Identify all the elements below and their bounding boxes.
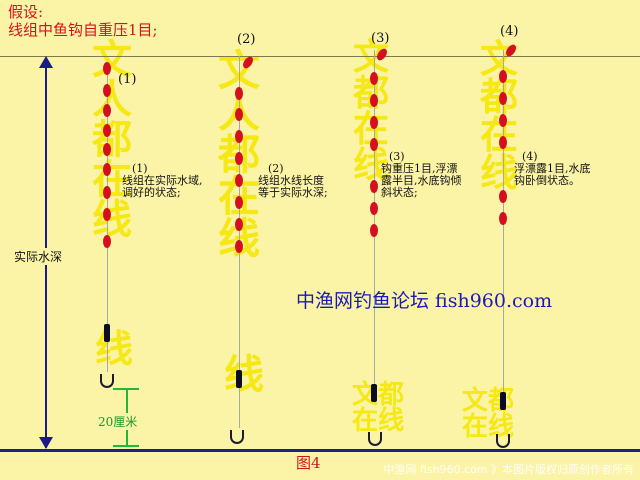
annotation-number: (4) bbox=[522, 150, 538, 163]
assumption-label: 假设: bbox=[8, 3, 44, 21]
annotation-1: (1) 线组在实际水域, 调好的状态; bbox=[122, 163, 203, 199]
forum-text: 中渔网钓鱼论坛 fish960.com bbox=[296, 290, 553, 312]
rig-1-bead bbox=[103, 163, 111, 176]
rig-1-bead bbox=[103, 186, 111, 199]
rig-4-sinker bbox=[500, 392, 506, 410]
rig-4-bead bbox=[499, 212, 507, 225]
annotation-line: 等于实际水深; bbox=[258, 186, 328, 199]
watermark-glyphs-rig-1: 文人都在线 bbox=[92, 37, 132, 243]
annotation-2: (2) 线组水线长度 等于实际水深; bbox=[258, 163, 328, 199]
rig-1-hook-icon bbox=[100, 374, 114, 388]
annotation-line: 浮漂露1目,水底 bbox=[514, 162, 591, 175]
annotation-number: (2) bbox=[268, 162, 284, 175]
rig-2-bead bbox=[235, 130, 243, 143]
annotation-line: 线组在实际水域, bbox=[122, 174, 203, 187]
rig-1-bead bbox=[103, 84, 111, 97]
rig-1-sinker bbox=[104, 324, 110, 342]
annotation-line: 露半目,水底钩倾 bbox=[381, 174, 462, 187]
rig-label-1: (1) bbox=[118, 72, 137, 87]
rig-3-line bbox=[374, 50, 375, 395]
depth-arrow-down-icon bbox=[39, 437, 53, 449]
rig-1-bead bbox=[103, 62, 111, 75]
rig-1-bead bbox=[103, 124, 111, 137]
rig-3-bead bbox=[370, 94, 378, 107]
rig-1-bead bbox=[103, 235, 111, 248]
depth-label: 实际水深 bbox=[12, 248, 65, 265]
rig-2-bead bbox=[235, 196, 243, 209]
annotation-number: (3) bbox=[389, 150, 405, 163]
rig-1-bead bbox=[103, 208, 111, 221]
rig-3-sinker bbox=[371, 384, 377, 402]
measure-label: 20厘米 bbox=[98, 413, 138, 430]
rig-3-bead bbox=[370, 180, 378, 193]
watermark-glyphs-rig-1b: 线 bbox=[95, 327, 134, 371]
rig-3-bead bbox=[370, 202, 378, 215]
annotation-line: 调好的状态; bbox=[122, 186, 181, 199]
watermark-glyphs-rig-2b: 线 bbox=[224, 352, 264, 398]
annotation-line: 斜状态; bbox=[381, 186, 418, 199]
rig-3-bead bbox=[370, 224, 378, 237]
annotation-line: 钩卧倒状态。 bbox=[514, 174, 580, 187]
rig-1-bead bbox=[103, 143, 111, 156]
depth-arrow-up-icon bbox=[39, 56, 53, 68]
rig-2-hook-icon bbox=[230, 430, 244, 444]
rig-4-hook-icon bbox=[496, 434, 510, 448]
assumption-text: 线组中鱼钩自重压1目; bbox=[8, 21, 158, 39]
annotation-4: (4) 浮漂露1目,水底 钩卧倒状态。 bbox=[514, 151, 591, 187]
measure-bottom-tick bbox=[113, 445, 139, 447]
rig-3-bead bbox=[370, 116, 378, 129]
rig-2-bead bbox=[235, 108, 243, 121]
rig-4-bead bbox=[499, 92, 507, 105]
rig-2-bead bbox=[235, 240, 243, 253]
water-surface-line bbox=[0, 56, 640, 57]
rig-3-hook-icon bbox=[368, 432, 382, 446]
rig-label-4: (4) bbox=[500, 24, 519, 39]
rig-4-bead bbox=[499, 136, 507, 149]
rig-2-bead bbox=[235, 174, 243, 187]
rig-4-bead bbox=[499, 70, 507, 83]
annotation-line: 钩重压1目,浮漂 bbox=[381, 162, 458, 175]
watermark-glyphs-rig-4b: 文都在线 bbox=[462, 386, 515, 442]
rig-2-bead bbox=[235, 218, 243, 231]
annotation-number: (1) bbox=[132, 162, 148, 175]
rig-label-3: (3) bbox=[371, 31, 390, 46]
rig-4-bead bbox=[499, 190, 507, 203]
annotation-3: (3) 钩重压1目,浮漂 露半目,水底钩倾 斜状态; bbox=[381, 151, 462, 199]
rig-1-bead bbox=[103, 104, 111, 117]
watermark-glyphs-rig-3b: 文都在线 bbox=[352, 380, 405, 436]
rig-4-bead bbox=[499, 114, 507, 127]
rig-4-line bbox=[503, 50, 504, 400]
watermark-text: 中渔网 fish960.com 》本图片版权归原创作者所有 bbox=[383, 463, 634, 476]
annotation-line: 线组水线长度 bbox=[258, 174, 324, 187]
rig-2-sinker bbox=[236, 370, 242, 388]
rig-label-2: (2) bbox=[237, 32, 256, 47]
rig-2-bead bbox=[235, 152, 243, 165]
figure-label: 图4 bbox=[296, 454, 321, 472]
water-bottom-line bbox=[0, 449, 640, 452]
rig-3-bead bbox=[370, 138, 378, 151]
rig-2-bead bbox=[235, 87, 243, 100]
rig-3-bead bbox=[370, 72, 378, 85]
